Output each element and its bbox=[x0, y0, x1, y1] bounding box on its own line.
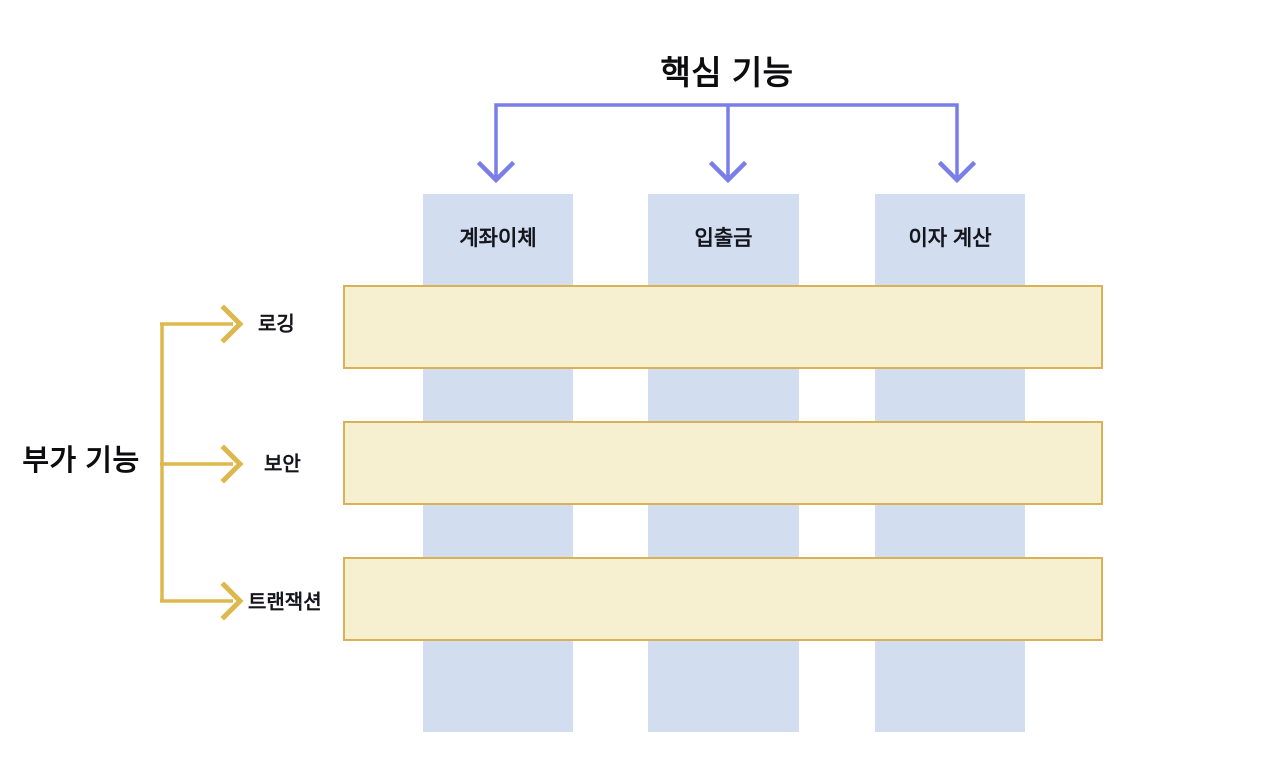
core-function-label: 입출금 bbox=[694, 227, 753, 250]
cross-cutting-bar bbox=[343, 421, 1103, 505]
arrow-down-icon bbox=[476, 160, 516, 184]
cross-cutting-bar bbox=[343, 285, 1103, 369]
arrow-right-icon bbox=[220, 304, 244, 344]
arrow-right-icon bbox=[220, 581, 244, 621]
arrow-right-icon bbox=[220, 444, 244, 484]
side-functions-title: 부가 기능 bbox=[22, 445, 140, 477]
arrow-down-icon bbox=[708, 160, 748, 184]
cross-cutting-label: 트랜잭션 bbox=[248, 591, 322, 614]
core-bracket-line bbox=[494, 103, 959, 177]
cross-cutting-bar bbox=[343, 557, 1103, 641]
core-function-label: 계좌이체 bbox=[459, 227, 537, 250]
cross-cutting-label: 보안 bbox=[264, 453, 301, 476]
core-functions-title: 핵심 기능 bbox=[660, 54, 794, 91]
arrow-down-icon bbox=[937, 160, 977, 184]
cross-cutting-label: 로깅 bbox=[258, 313, 295, 336]
core-function-label: 이자 계산 bbox=[908, 227, 992, 250]
